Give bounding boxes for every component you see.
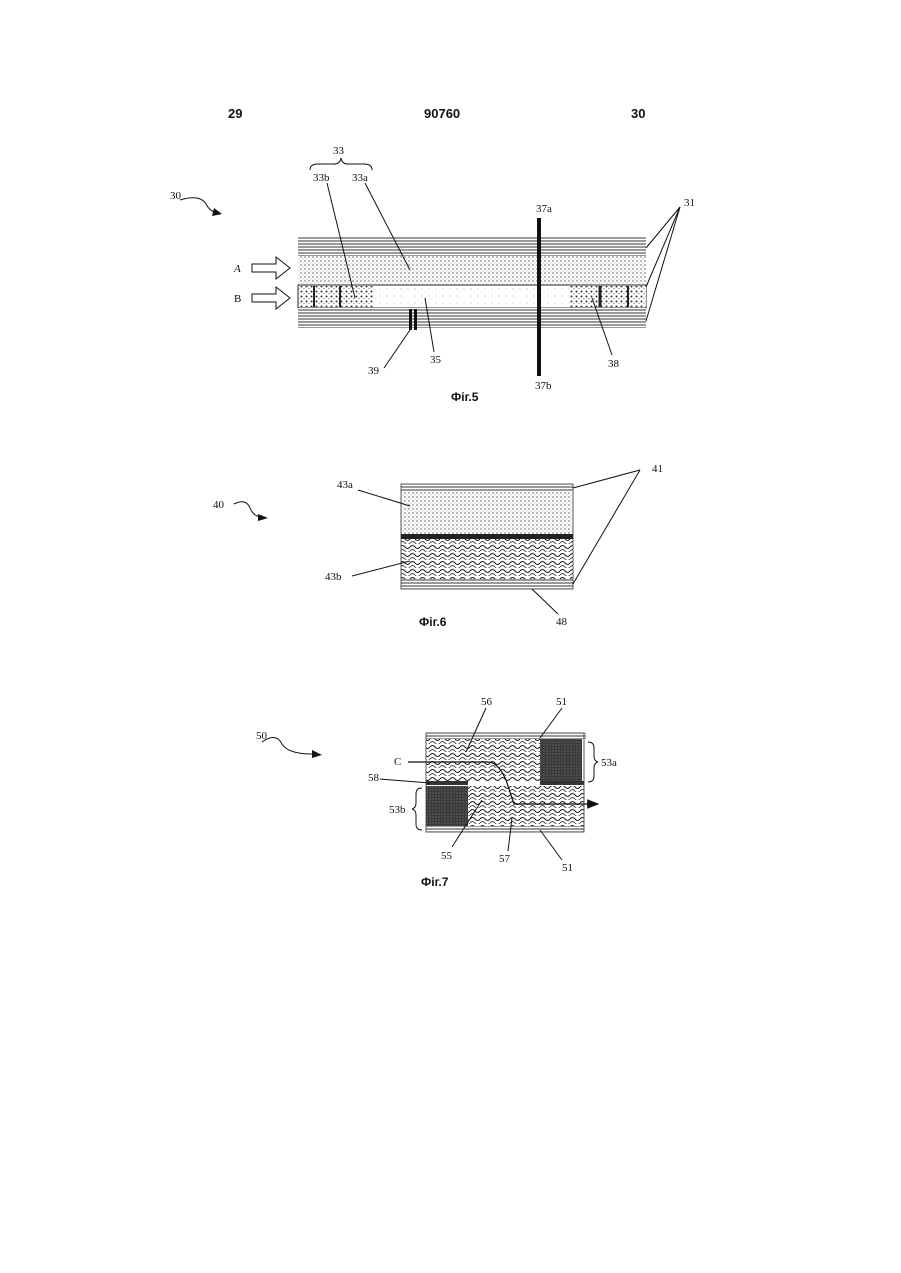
label-40: 40 — [213, 499, 225, 511]
label-48: 48 — [556, 616, 568, 628]
fig7-bottom-layer — [426, 826, 584, 832]
fig5-caption: Фіг.5 — [451, 390, 479, 404]
fig7-top-layer — [426, 733, 586, 739]
label-58: 58 — [368, 772, 380, 784]
label-50: 50 — [256, 730, 268, 742]
label-33: 33 — [333, 145, 345, 157]
flow-b-arrow — [252, 287, 290, 309]
label-flow-a: A — [233, 263, 241, 275]
fig7-upper-weave — [426, 739, 540, 781]
figure-5: 33 33b 33a 30 37a 31 A B 39 35 38 37b Фі… — [170, 145, 695, 404]
label-33a: 33a — [352, 172, 368, 184]
label-35: 35 — [430, 354, 442, 366]
label-53a: 53a — [601, 757, 617, 769]
label-51-bottom: 51 — [562, 862, 573, 874]
fig5-bottom-layer — [298, 308, 646, 328]
fig6-layer-43b — [401, 539, 573, 579]
label-37b: 37b — [535, 380, 552, 392]
label-55: 55 — [441, 850, 453, 862]
label-43b: 43b — [325, 571, 342, 583]
label-53b: 53b — [389, 804, 406, 816]
label-43a: 43a — [337, 479, 353, 491]
label-37a: 37a — [536, 203, 552, 215]
label-38: 38 — [608, 358, 620, 370]
fig6-top-layer — [401, 484, 573, 492]
fig5-top-layer — [298, 236, 646, 256]
label-c: C — [394, 756, 401, 768]
fig7-caption: Фіг.7 — [421, 875, 449, 889]
fig7-upper-block — [540, 739, 582, 781]
fig6-caption: Фіг.6 — [419, 615, 447, 629]
label-57: 57 — [499, 853, 511, 865]
fig5-layer-38-right — [570, 286, 646, 307]
label-31: 31 — [684, 197, 695, 209]
label-33b: 33b — [313, 172, 330, 184]
figure-7: 56 51 50 C 53a 58 53b 55 57 51 Фіг.7 — [256, 696, 617, 889]
label-56: 56 — [481, 696, 493, 708]
label-flow-b: B — [234, 293, 241, 305]
fig6-bottom-layer — [401, 579, 573, 589]
figure-6: 41 43a 40 43b 48 Фіг.6 — [213, 463, 663, 629]
label-41: 41 — [652, 463, 663, 475]
label-30: 30 — [170, 190, 182, 202]
fig7-lower-weave — [468, 786, 584, 826]
label-51-top: 51 — [556, 696, 567, 708]
fig6-layer-43a — [401, 492, 573, 534]
label-39: 39 — [368, 365, 380, 377]
flow-a-arrow — [252, 257, 290, 279]
fig5-layer-33b-left — [299, 286, 373, 307]
fig7-lower-block — [426, 786, 468, 826]
fig5-electrode-37 — [537, 218, 541, 376]
